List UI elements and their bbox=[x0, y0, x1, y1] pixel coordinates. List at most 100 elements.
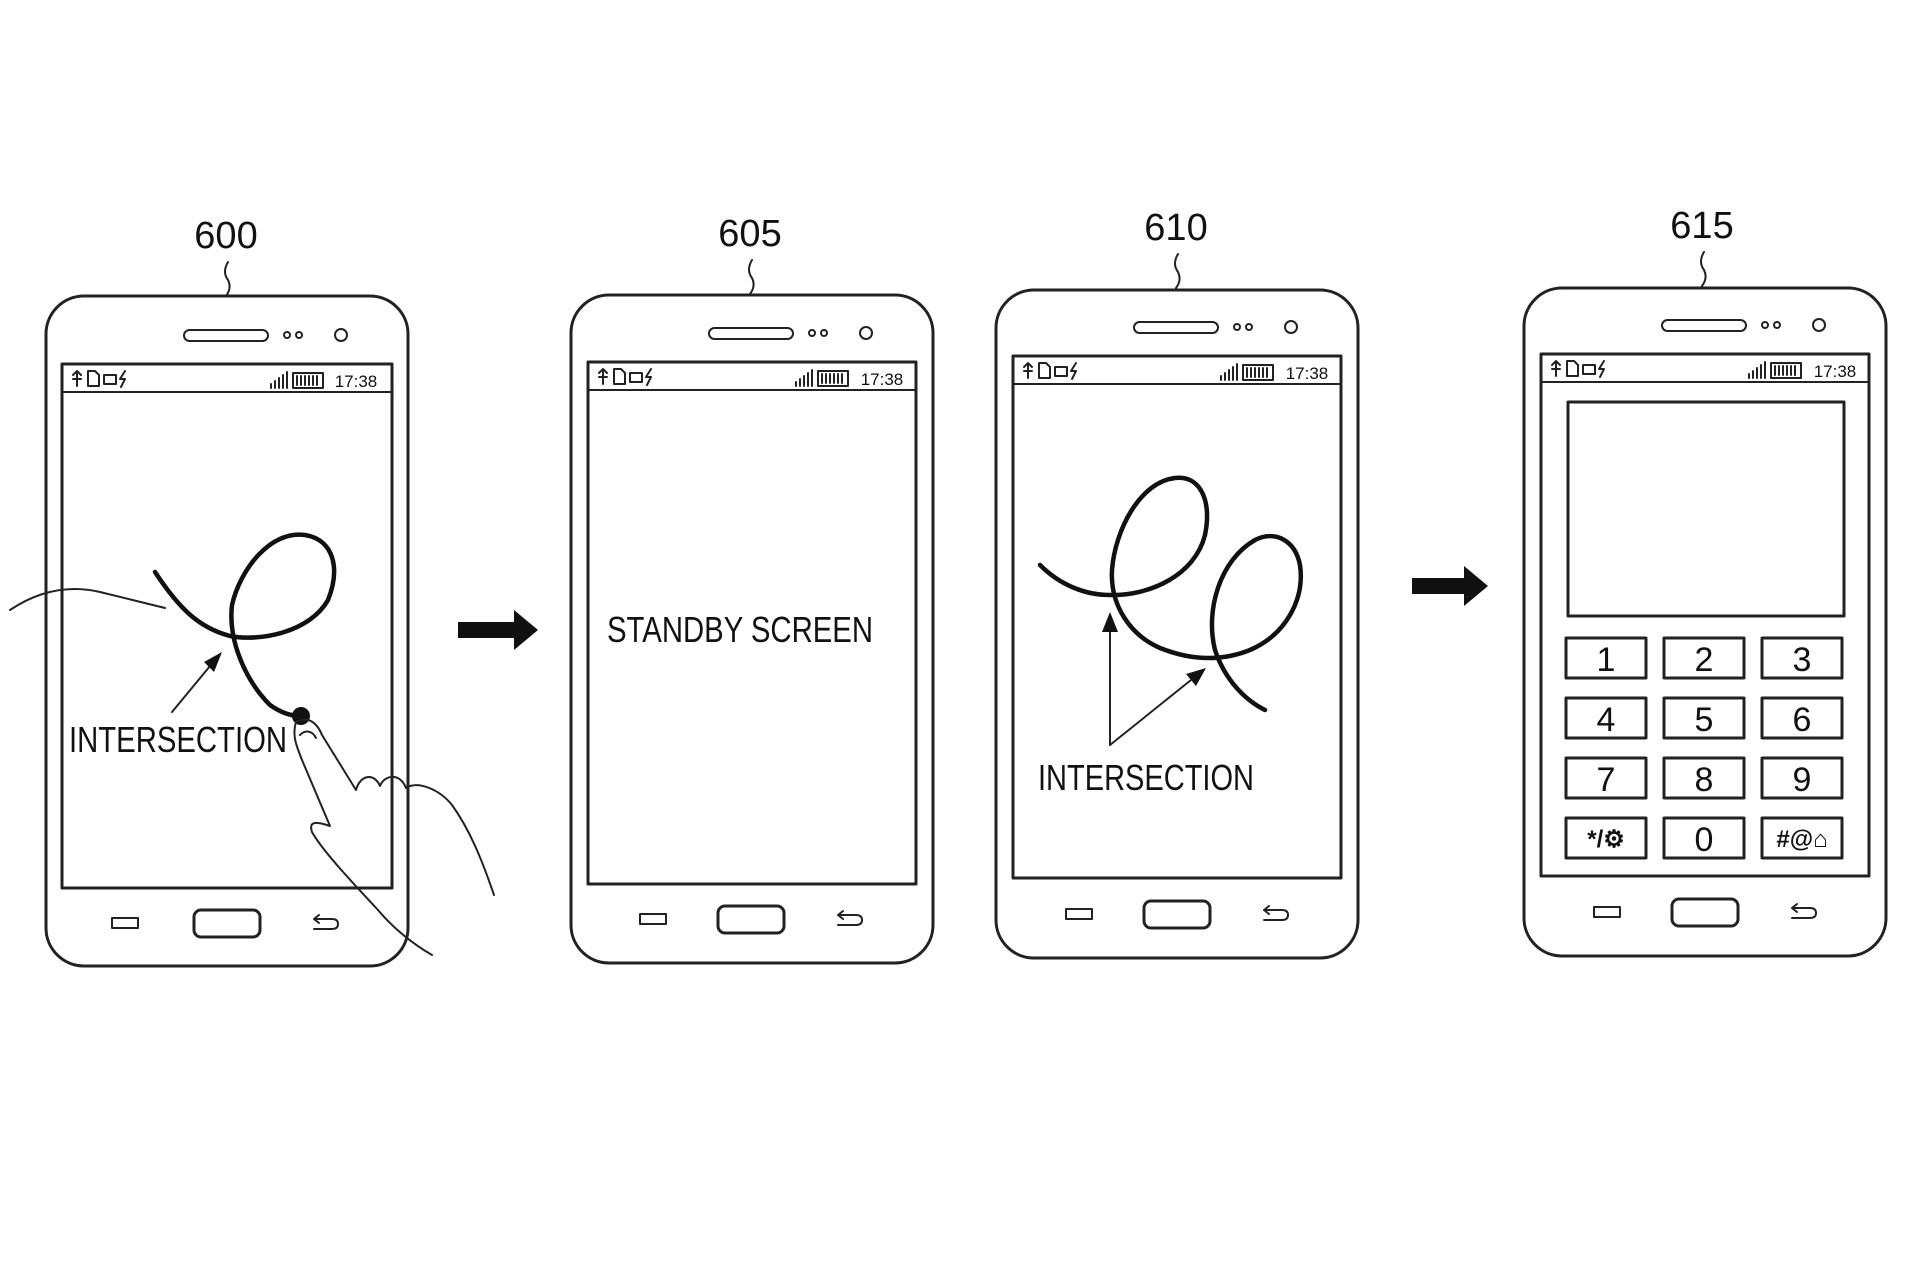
home-key-icon bbox=[192, 908, 262, 939]
phone-body-615 bbox=[1522, 286, 1888, 958]
back-key-icon bbox=[1791, 903, 1817, 919]
home-key-icon bbox=[1670, 897, 1740, 928]
earpiece-610 bbox=[1133, 321, 1219, 334]
status-icons-left-610 bbox=[1023, 362, 1077, 380]
dial-key-1[interactable] bbox=[1564, 636, 1648, 680]
dial-key-0[interactable] bbox=[1662, 816, 1746, 860]
dial-key-4[interactable] bbox=[1564, 696, 1648, 740]
dial-key-6-label: 6 bbox=[1793, 701, 1812, 739]
right-arrow-icon bbox=[458, 610, 538, 650]
battery-icon bbox=[292, 372, 324, 389]
menu-key-icon bbox=[1065, 908, 1093, 920]
menu-key-icon bbox=[111, 917, 139, 929]
sensor-dot-600b bbox=[295, 331, 303, 339]
file-icon bbox=[613, 368, 626, 385]
battery-fill bbox=[296, 375, 318, 386]
dial-key-2-label: 2 bbox=[1695, 641, 1714, 679]
dial-key-5[interactable] bbox=[1662, 696, 1746, 740]
phone-body-605 bbox=[569, 293, 935, 965]
dial-key-9-label: 9 bbox=[1793, 761, 1812, 799]
dial-key-hash[interactable] bbox=[1760, 816, 1844, 860]
dial-key-star[interactable] bbox=[1564, 816, 1648, 860]
sensor-dot-610a bbox=[1233, 323, 1241, 331]
usb-icon bbox=[1023, 362, 1033, 379]
dialer-display bbox=[1566, 400, 1846, 618]
status-time-615: 17:38 bbox=[1814, 362, 1857, 381]
phone-615: 615 17:38 1 2 bbox=[1522, 205, 1888, 958]
intersection-pointer-610b bbox=[1109, 675, 1197, 746]
dial-key-4-label: 4 bbox=[1597, 701, 1616, 739]
usb-icon bbox=[1551, 360, 1561, 377]
gesture-loop-600 bbox=[152, 532, 337, 719]
dial-key-7[interactable] bbox=[1564, 756, 1648, 800]
status-icons-left-600 bbox=[72, 370, 126, 388]
right-arrow-icon bbox=[1412, 566, 1488, 606]
home-key-icon bbox=[716, 904, 786, 935]
dial-key-9[interactable] bbox=[1760, 756, 1844, 800]
status-time-605: 17:38 bbox=[861, 370, 904, 389]
usb-icon bbox=[72, 370, 82, 387]
ref-leader-600 bbox=[224, 261, 231, 297]
dial-key-5-label: 5 bbox=[1695, 701, 1714, 739]
dial-key-star-label: */⚙ bbox=[1587, 826, 1625, 853]
screen-610 bbox=[1011, 354, 1343, 880]
dial-key-3-label: 3 bbox=[1793, 641, 1812, 679]
battery-fill bbox=[1774, 365, 1796, 376]
battery-icon bbox=[817, 370, 849, 387]
ref-label-600: 600 bbox=[194, 215, 257, 257]
dial-key-2[interactable] bbox=[1662, 636, 1746, 680]
dial-key-8[interactable] bbox=[1662, 756, 1746, 800]
file-icon bbox=[87, 370, 100, 387]
back-key-icon bbox=[1263, 905, 1289, 921]
signal-icon bbox=[1220, 363, 1238, 381]
fingernail-600 bbox=[299, 730, 317, 739]
ref-leader-605 bbox=[748, 259, 755, 295]
sensor-dot-615a bbox=[1761, 321, 1769, 329]
intersection-pointer-600 bbox=[171, 659, 216, 713]
sensor-dot-615b bbox=[1773, 321, 1781, 329]
battery-icon bbox=[1770, 362, 1802, 379]
gesture-double-loop-610 bbox=[1037, 475, 1303, 713]
message-icon bbox=[1582, 364, 1596, 375]
ref-label-610: 610 bbox=[1144, 207, 1207, 249]
touch-point-600 bbox=[292, 707, 310, 725]
home-key-icon bbox=[1142, 899, 1212, 930]
pointer-arrowhead-600 bbox=[204, 652, 222, 672]
status-icons-right-605 bbox=[795, 369, 849, 387]
screen-600 bbox=[60, 362, 394, 890]
ref-label-605: 605 bbox=[718, 213, 781, 255]
battery-fill bbox=[821, 373, 843, 384]
status-icons-right-610 bbox=[1220, 363, 1274, 381]
flash-icon bbox=[119, 370, 126, 388]
phone-body-600 bbox=[44, 294, 410, 968]
pointer-arrowhead-610a bbox=[1102, 612, 1118, 632]
menu-key-icon bbox=[1593, 906, 1621, 918]
dial-key-7-label: 7 bbox=[1597, 761, 1616, 799]
message-icon bbox=[103, 374, 117, 385]
status-icons-left-605 bbox=[598, 368, 652, 386]
battery-icon bbox=[1242, 364, 1274, 381]
battery-fill bbox=[1246, 367, 1268, 378]
screen-605 bbox=[586, 360, 918, 886]
earpiece-605 bbox=[708, 327, 794, 340]
back-key-icon bbox=[837, 910, 863, 926]
file-icon bbox=[1038, 362, 1051, 379]
earpiece-615 bbox=[1661, 319, 1747, 332]
ref-label-615: 615 bbox=[1670, 205, 1733, 247]
dial-key-3[interactable] bbox=[1760, 636, 1844, 680]
sensor-dot-605a bbox=[808, 329, 816, 337]
lead-in-stroke-600 bbox=[9, 588, 166, 611]
earpiece-600 bbox=[183, 329, 269, 342]
camera-605 bbox=[859, 326, 873, 340]
phone-600: 600 17:38 INTERSECTION bbox=[9, 215, 495, 968]
intersection-label-600: INTERSECTION bbox=[69, 719, 287, 760]
phone-605: 605 17:38 STANDBY SCREEN bbox=[569, 213, 935, 965]
standby-screen-label: STANDBY SCREEN bbox=[607, 609, 873, 650]
intersection-label-610: INTERSECTION bbox=[1038, 757, 1254, 798]
camera-600 bbox=[334, 328, 348, 342]
camera-615 bbox=[1812, 318, 1826, 332]
message-icon bbox=[629, 372, 643, 383]
status-time-610: 17:38 bbox=[1286, 364, 1329, 383]
dial-key-6[interactable] bbox=[1760, 696, 1844, 740]
